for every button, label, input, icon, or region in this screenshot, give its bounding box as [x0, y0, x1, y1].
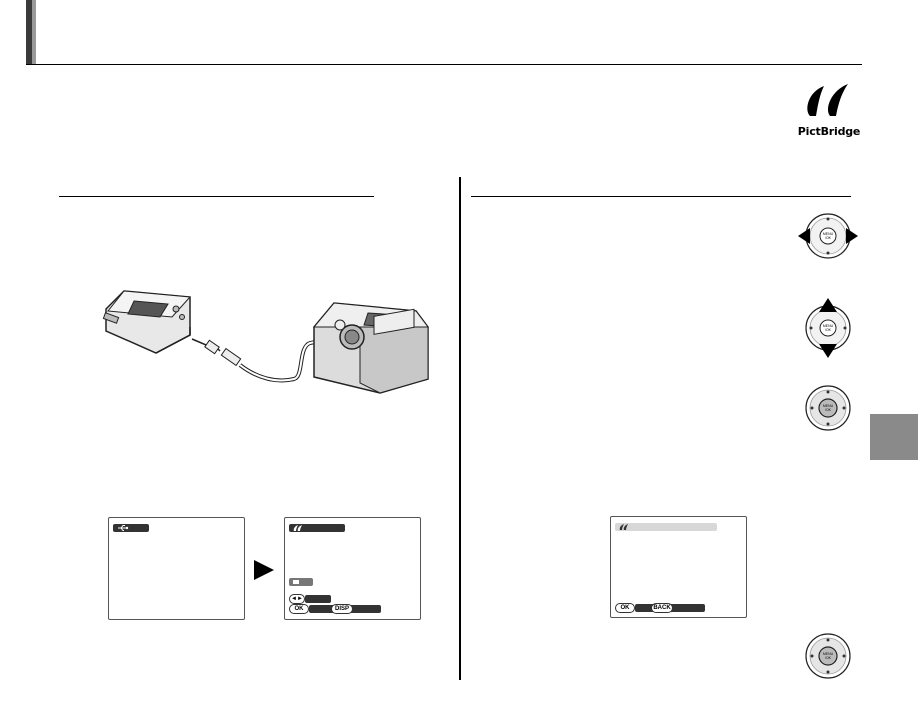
- next-arrow-icon: [252, 558, 276, 582]
- pictbridge-logo: PictBridge: [796, 80, 862, 138]
- svg-text:MENU: MENU: [823, 404, 834, 408]
- camera-printer-illustration: [98, 287, 442, 397]
- svg-text:/OK: /OK: [825, 236, 832, 240]
- page-header-bar: [26, 0, 862, 65]
- ok-button-icon: OK: [289, 604, 309, 614]
- header-accent-light: [32, 0, 36, 64]
- svg-text:/OK: /OK: [825, 408, 832, 412]
- selection-indicator: [289, 578, 313, 586]
- usb-mode-bar: [113, 524, 149, 532]
- disp-button-icon: DISP: [331, 604, 353, 614]
- pictbridge-icon: [619, 524, 628, 530]
- back-button-icon: BACK: [651, 603, 673, 613]
- chapter-tab: [870, 414, 918, 460]
- left-section-rule: [59, 196, 374, 197]
- svg-text:MENU: MENU: [823, 652, 834, 656]
- dpad-left-right-icon: MENU /OK: [796, 208, 860, 264]
- lr-label-bar: [305, 595, 331, 603]
- usb-cable: [191, 338, 321, 383]
- lcd-screen-confirm: OK BACK: [610, 516, 747, 618]
- column-divider: [459, 177, 461, 680]
- dpad-up-down-icon: MENU /OK: [800, 296, 856, 360]
- pictbridge-mode-bar: [289, 524, 345, 532]
- pictbridge-icon: [293, 525, 302, 531]
- svg-text:MENU: MENU: [823, 232, 834, 236]
- header-accent: [26, 0, 32, 64]
- lcd-screen-usb: [108, 517, 245, 620]
- camera-icon: [102, 290, 192, 354]
- ok-button-icon: OK: [615, 603, 635, 613]
- dpad-center-icon: MENU /OK: [804, 384, 852, 432]
- printer-icon: [312, 302, 429, 394]
- svg-text:MENU: MENU: [823, 324, 834, 328]
- dpad-center-icon: MENU /OK: [804, 632, 852, 680]
- pictbridge-logo-text: PictBridge: [797, 125, 861, 138]
- pictbridge-logo-mark: [807, 84, 848, 116]
- svg-text:/OK: /OK: [825, 328, 832, 332]
- svg-text:/OK: /OK: [825, 656, 832, 660]
- confirm-title-bar: [615, 523, 717, 531]
- lr-arrows-icon: ◄►: [289, 594, 305, 604]
- lcd-screen-pictbridge: ◄► OK DISP: [284, 517, 421, 620]
- right-section-rule: [471, 196, 851, 197]
- usb-icon: [118, 525, 129, 531]
